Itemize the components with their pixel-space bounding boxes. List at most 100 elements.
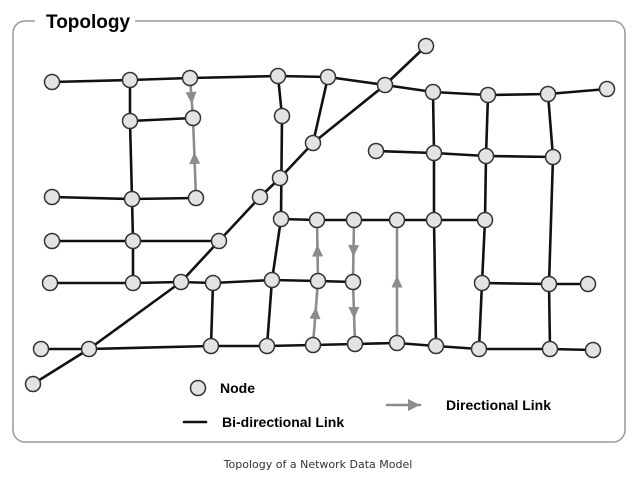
legend-directional-arrowhead (408, 399, 420, 411)
network-node (345, 211, 363, 229)
network-node (417, 37, 435, 55)
network-node (367, 142, 385, 160)
bidirectional-link (87, 280, 183, 351)
bidirectional-link (431, 90, 436, 155)
network-node (319, 68, 337, 86)
network-node (210, 232, 228, 250)
nodes (24, 37, 616, 393)
bidirectional-link (546, 87, 609, 96)
network-node (123, 190, 141, 208)
bidirectional-link (265, 278, 274, 348)
bidirectional-link (480, 281, 551, 286)
network-node (43, 73, 61, 91)
directional-link-arrowhead (391, 275, 403, 288)
network-node (388, 334, 406, 352)
directional-link-arrowhead (309, 307, 321, 320)
title-backdrop (35, 8, 135, 34)
directional-link-arrowhead (348, 306, 360, 319)
bidirectional-link (311, 75, 330, 145)
network-node (473, 274, 491, 292)
network-node (187, 189, 205, 207)
network-node (80, 340, 98, 358)
legend-directional-label: Directional Link (446, 397, 551, 413)
network-node (124, 274, 142, 292)
bidirectional-link (270, 217, 283, 282)
bidirectional-link (486, 92, 550, 97)
network-node (346, 335, 364, 353)
network-node (308, 211, 326, 229)
bidirectional-link (128, 116, 195, 123)
bidirectional-link (128, 76, 192, 82)
bidirectional-link (211, 278, 274, 285)
network-node (376, 76, 394, 94)
network-node (470, 340, 488, 358)
network-node (181, 69, 199, 87)
bidirectional-link (179, 239, 221, 284)
legend: Node Bi-directional Link Directional Lin… (182, 379, 551, 430)
bidirectional-link (209, 281, 215, 348)
network-node (579, 275, 597, 293)
network-node (24, 375, 42, 393)
network-node (427, 337, 445, 355)
bidirectional-link (50, 78, 132, 84)
network-node (271, 169, 289, 187)
network-node (124, 232, 142, 250)
bidirectional-link (279, 114, 284, 221)
network-node (344, 273, 362, 291)
network-node (304, 134, 322, 152)
bidirectional-link (484, 93, 490, 158)
network-node (41, 274, 59, 292)
network-node (304, 336, 322, 354)
bidirectional-link (128, 119, 134, 201)
network-node (269, 67, 287, 85)
network-node (539, 85, 557, 103)
network-node (425, 211, 443, 229)
bidirectional-link (188, 74, 280, 80)
bidirectional-link (480, 218, 487, 285)
network-node (309, 272, 327, 290)
network-node (258, 337, 276, 355)
network-node (544, 148, 562, 166)
network-node (202, 337, 220, 355)
bidirectional-link (87, 344, 213, 351)
bidirectional-link (432, 218, 438, 348)
bidirectional-link (547, 282, 552, 351)
bidirectional-link (483, 154, 488, 222)
network-node (388, 211, 406, 229)
directional-link-arrowhead (185, 91, 197, 104)
legend-bidirectional-label: Bi-directional Link (222, 414, 344, 430)
network-node (43, 188, 61, 206)
network-node (540, 275, 558, 293)
legend-node-symbol (189, 379, 207, 397)
bidirectional-link (217, 195, 262, 243)
bidirectional-link (547, 155, 555, 286)
network-node (541, 340, 559, 358)
network-node (184, 109, 202, 127)
bidirectional-link (326, 75, 387, 87)
bidirectional-link (50, 195, 134, 201)
legend-node-label: Node (220, 380, 255, 396)
directional-link-arrowhead (312, 244, 324, 257)
network-node (273, 107, 291, 125)
bidirectional-link (130, 196, 198, 201)
network-node (424, 83, 442, 101)
topology-frame (12, 20, 626, 443)
network-node (476, 211, 494, 229)
network-node (121, 71, 139, 89)
bidirectional-link (383, 44, 428, 87)
bidirectional-link (374, 149, 436, 155)
directional-links (185, 76, 403, 347)
diagram-title: Topology (46, 12, 131, 33)
network-node (584, 341, 602, 359)
bidirectional-link (477, 281, 484, 351)
directional-link-arrowhead (348, 244, 360, 257)
network-node (204, 274, 222, 292)
bidirectional-link (546, 92, 555, 159)
bidirectional-link (432, 151, 488, 158)
bidirectional-link (276, 74, 330, 79)
figure-caption: Topology of a Network Data Model (223, 458, 413, 471)
network-node (251, 188, 269, 206)
network-node (32, 340, 50, 358)
network-node (272, 210, 290, 228)
